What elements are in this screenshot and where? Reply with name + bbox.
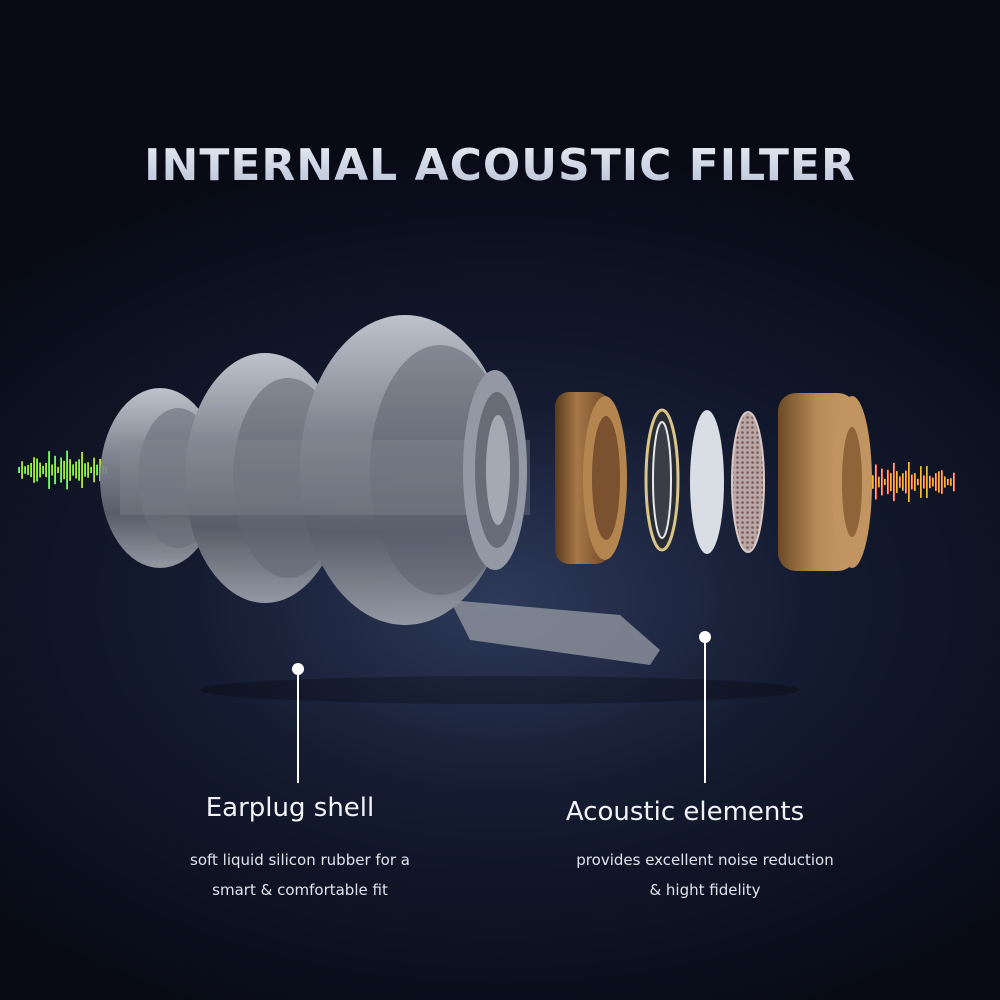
- filter-housing: [555, 392, 627, 564]
- earplug-shell-description: soft liquid silicon rubber for a smart &…: [190, 851, 410, 899]
- acoustic-elements-description: provides excellent noise reduction & hig…: [576, 851, 834, 899]
- mesh-filter: [731, 411, 765, 553]
- acoustic-elements-label: Acoustic elements: [565, 797, 805, 827]
- metal-ring: [644, 408, 680, 552]
- acoustic-elements-pin-dot: [699, 631, 711, 643]
- earplug-shell-label: Earplug shell: [205, 793, 375, 823]
- earplug-shell: [100, 315, 660, 665]
- page-title: INTERNAL ACOUSTIC FILTER: [0, 140, 1000, 191]
- membrane-disc: [690, 410, 724, 554]
- acoustic-elements-pin-line: [704, 643, 706, 783]
- end-cap: [778, 393, 872, 571]
- left-sound-wave: [18, 450, 107, 490]
- earplug-shell-pin-line: [297, 675, 299, 783]
- earplug-shell-pin-dot: [292, 663, 304, 675]
